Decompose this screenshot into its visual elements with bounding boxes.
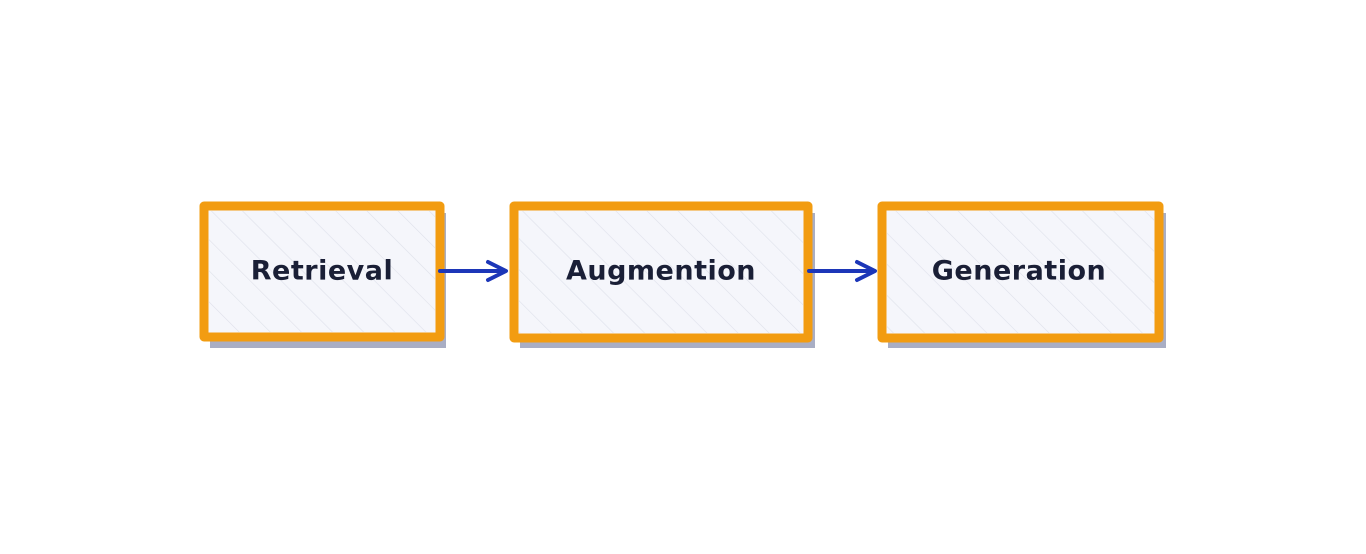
- node-generation-label: Generation: [932, 256, 1106, 287]
- node-generation: Generation: [877, 201, 1166, 348]
- edge-augmentation-to-generation: [807, 260, 877, 282]
- node-retrieval: Retrieval: [199, 201, 446, 348]
- node-retrieval-label: Retrieval: [251, 256, 393, 287]
- node-augmentation: Augmention: [509, 201, 815, 348]
- node-augmentation-label: Augmention: [566, 256, 756, 287]
- edge-retrieval-to-augmentation: [438, 260, 508, 282]
- arrowhead-icon: [855, 260, 877, 282]
- arrowhead-icon: [486, 260, 508, 282]
